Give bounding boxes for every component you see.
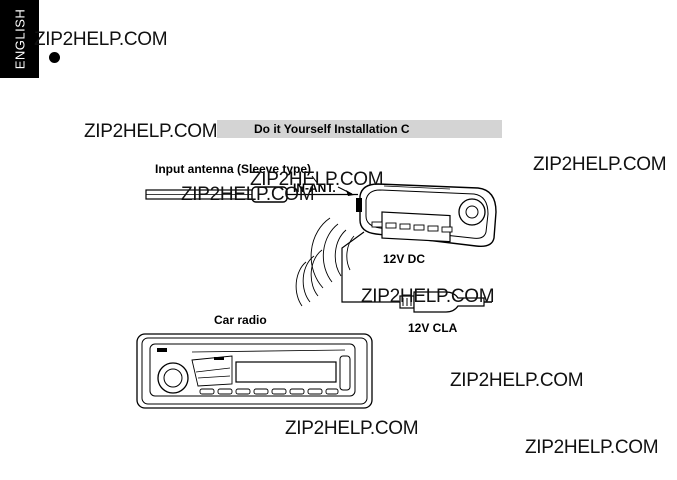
watermark: ZIP2HELP.COM <box>450 370 584 391</box>
car-radio-label: Car radio <box>214 313 267 327</box>
watermark: ZIP2HELP.COM <box>361 286 495 307</box>
in-ant-label: IN-ANT. <box>293 181 336 195</box>
section-title-bar: Do it Yourself Installation C <box>217 120 502 138</box>
label-arrows <box>311 175 354 196</box>
watermark: ZIP2HELP.COM <box>84 121 218 142</box>
watermark: ZIP2HELP.COM <box>533 154 667 175</box>
watermark: ZIP2HELP.COM <box>285 418 419 439</box>
dc-label: 12V DC <box>383 252 426 266</box>
watermark: ZIP2HELP.COM <box>34 29 168 50</box>
power-cable <box>341 231 400 303</box>
antenna-plug <box>251 186 358 203</box>
language-tab: ENGLISH <box>0 0 39 78</box>
watermark: ZIP2HELP.COM <box>250 169 384 190</box>
cla-label: 12V CLA <box>408 321 458 335</box>
watermark: ZIP2HELP.COM <box>181 184 315 205</box>
car-radio <box>136 333 373 409</box>
section-title: Do it Yourself Installation C <box>254 122 410 136</box>
input-antenna-label: Input antenna (Sleeve type) <box>155 162 312 176</box>
fm-transmitter-device <box>356 183 497 248</box>
bullet-icon <box>49 52 60 63</box>
radio-waves <box>295 217 355 307</box>
watermark: ZIP2HELP.COM <box>525 437 659 458</box>
cla-plug <box>399 291 492 313</box>
